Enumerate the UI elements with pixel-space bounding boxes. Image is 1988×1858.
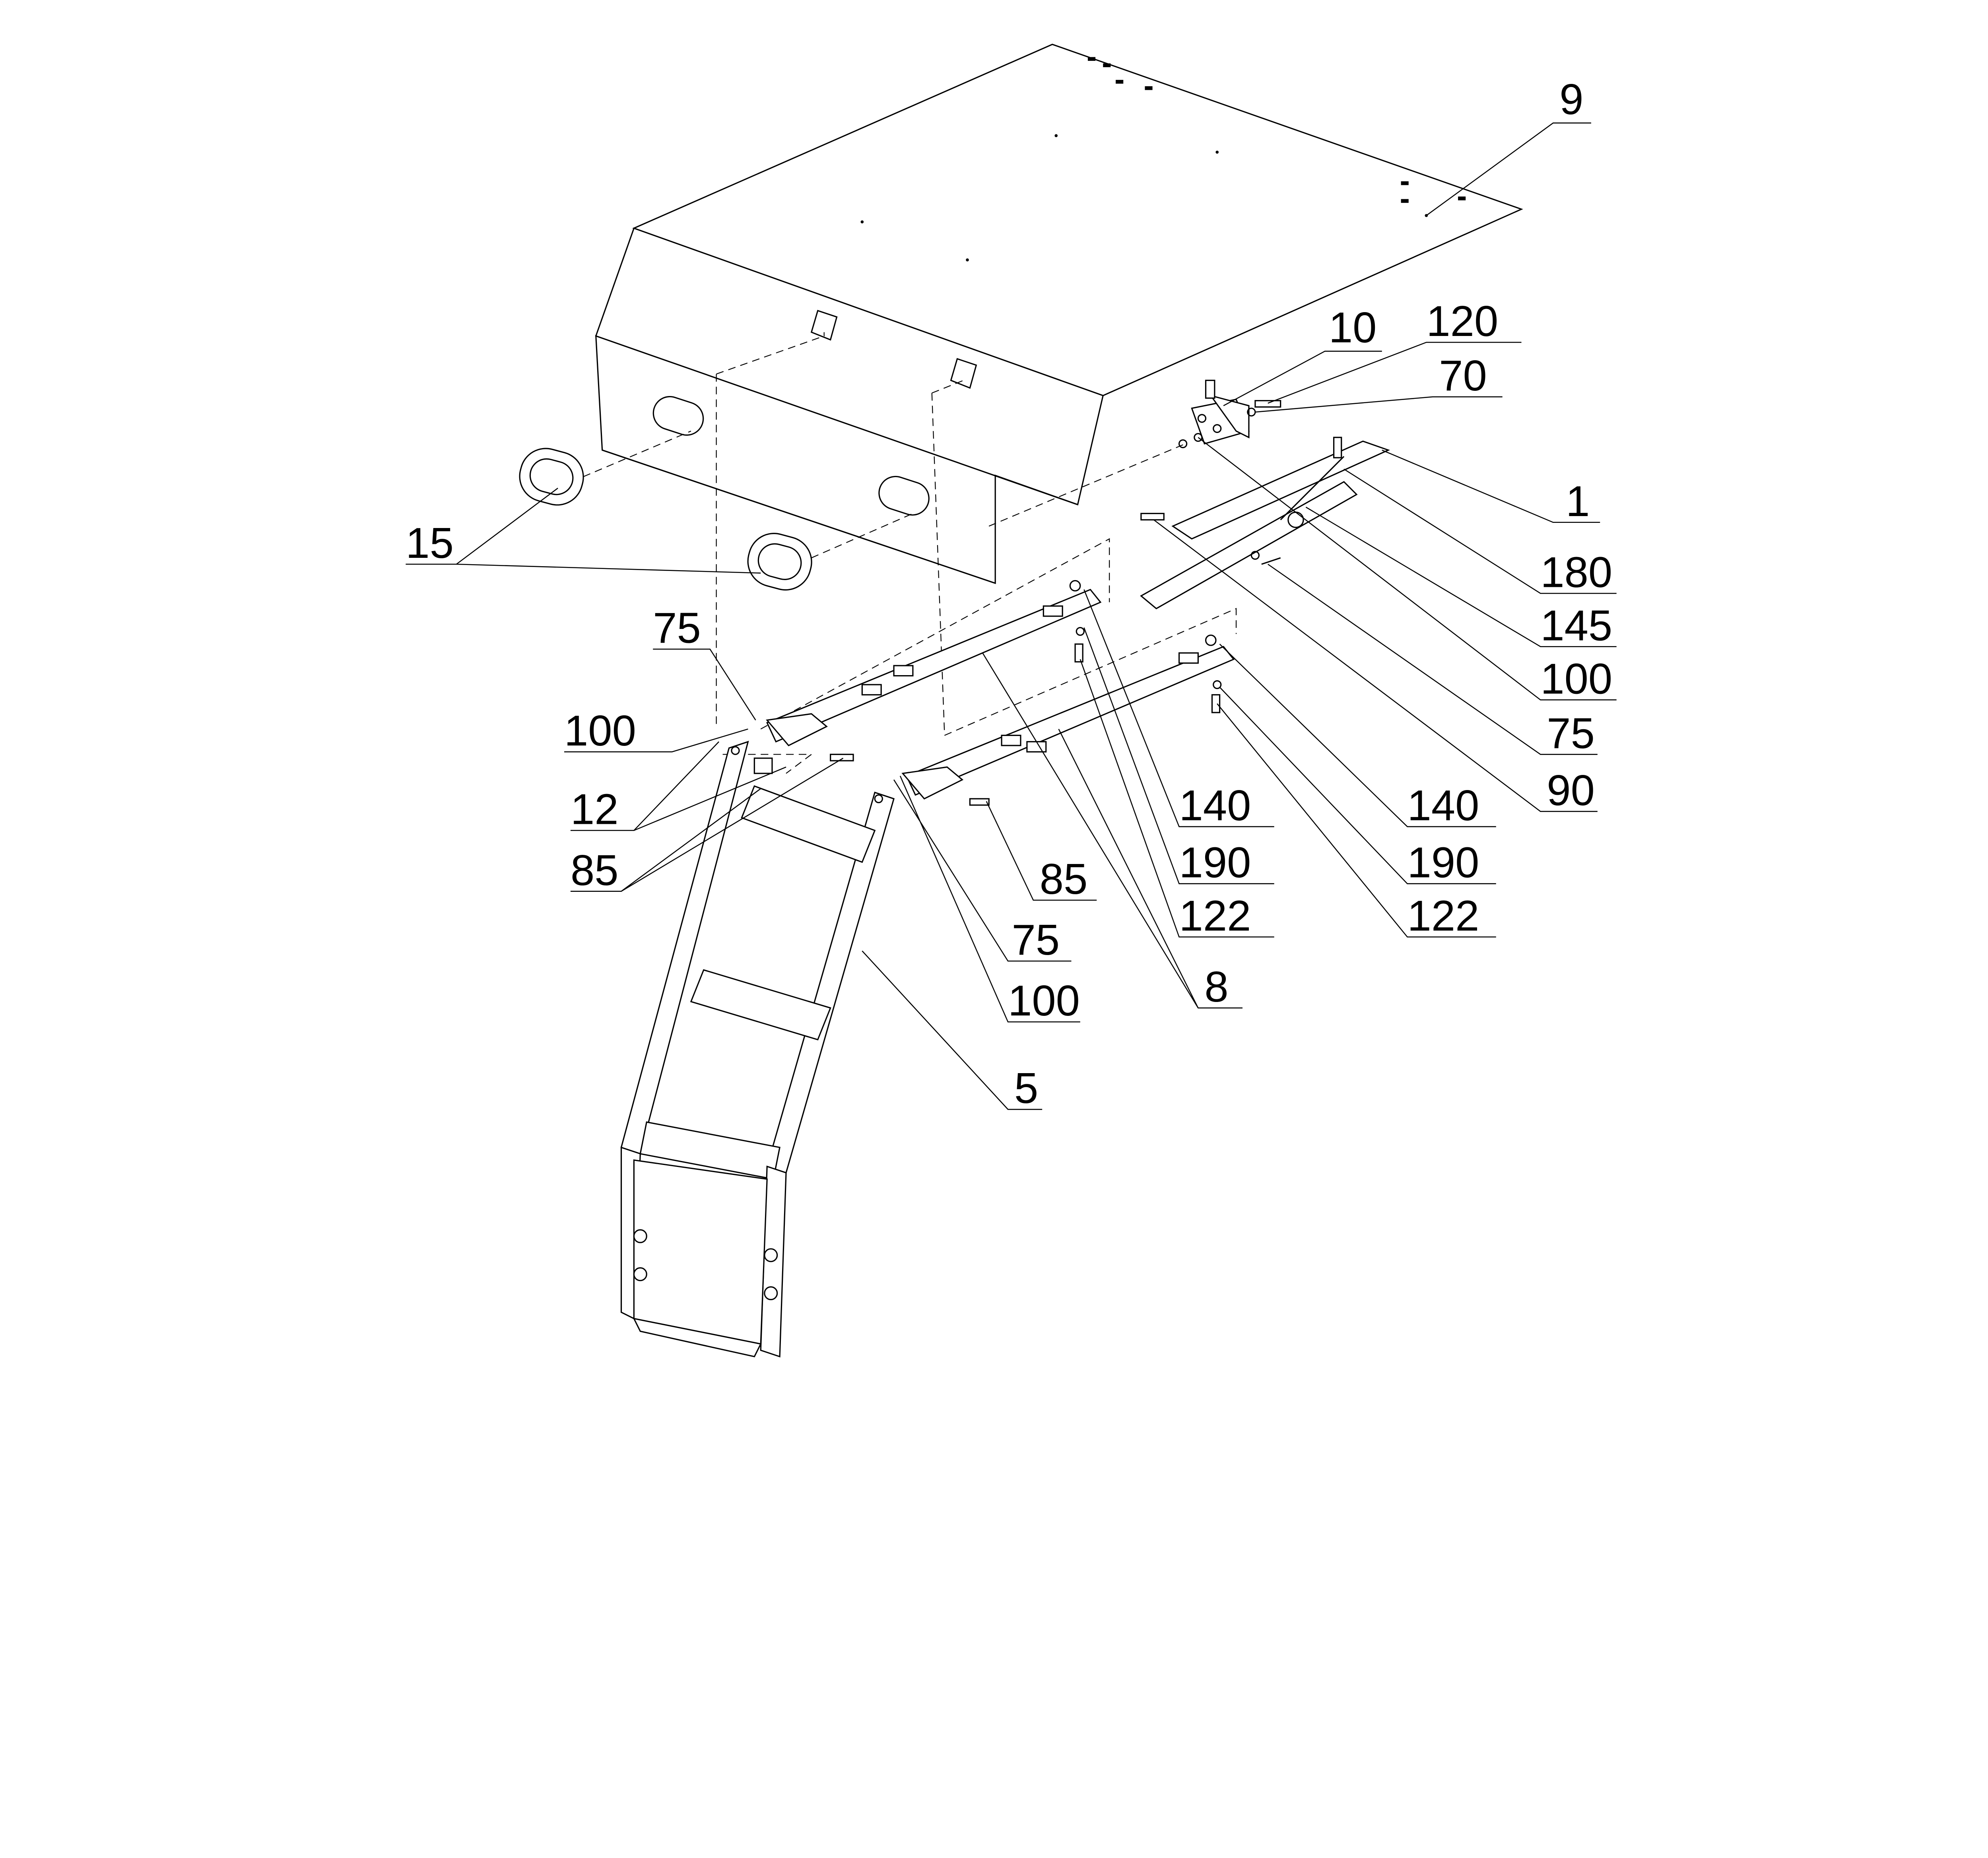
svg-text:12: 12 bbox=[571, 785, 619, 833]
svg-text:122: 122 bbox=[1179, 892, 1251, 940]
spring-arm-part-1 bbox=[1140, 437, 1390, 610]
assembly-lines bbox=[583, 332, 1237, 774]
svg-text:85: 85 bbox=[571, 846, 619, 894]
callout-100-left: 100 bbox=[564, 707, 748, 755]
callout-9: 9 bbox=[1426, 75, 1591, 216]
svg-text:10: 10 bbox=[1329, 303, 1377, 351]
cover-part-9 bbox=[595, 43, 1523, 584]
callout-90: 90 bbox=[1153, 519, 1598, 814]
svg-text:85: 85 bbox=[1040, 855, 1088, 903]
callout-75-mid: 75 bbox=[893, 779, 1072, 964]
callout-100-mid: 100 bbox=[899, 776, 1080, 1025]
callout-12: 12 bbox=[571, 741, 786, 833]
svg-text:9: 9 bbox=[1559, 75, 1583, 123]
support-arm-part-8-lower bbox=[830, 634, 1235, 806]
svg-text:190: 190 bbox=[1179, 839, 1251, 887]
callout-75-right: 75 bbox=[1268, 563, 1598, 757]
svg-text:5: 5 bbox=[1014, 1064, 1038, 1112]
svg-text:140: 140 bbox=[1179, 781, 1251, 829]
callout-10: 10 bbox=[1223, 303, 1382, 406]
svg-text:190: 190 bbox=[1408, 839, 1479, 887]
callout-190-a: 190 bbox=[1083, 627, 1274, 887]
svg-text:1: 1 bbox=[1566, 477, 1590, 525]
callout-122-b: 122 bbox=[1217, 703, 1496, 940]
svg-text:100: 100 bbox=[1008, 977, 1080, 1025]
callout-190-b: 190 bbox=[1219, 687, 1496, 887]
callout-100-right: 100 bbox=[1198, 437, 1617, 703]
callout-85-mid: 85 bbox=[986, 801, 1097, 903]
hinge-bracket-part-10 bbox=[1178, 380, 1281, 448]
svg-text:180: 180 bbox=[1540, 548, 1612, 596]
exploded-assembly-drawing: 9 10 120 70 1 180 145 100 75 90 15 75 10… bbox=[406, 43, 1617, 1358]
svg-text:100: 100 bbox=[1540, 654, 1612, 703]
slot-marks bbox=[860, 57, 1466, 262]
callout-120: 120 bbox=[1268, 297, 1522, 404]
svg-text:140: 140 bbox=[1408, 781, 1479, 829]
callout-85-left: 85 bbox=[571, 757, 844, 894]
callout-1: 1 bbox=[1382, 449, 1600, 525]
callout-140-a: 140 bbox=[1083, 589, 1274, 829]
svg-text:100: 100 bbox=[564, 707, 636, 755]
callout-180: 180 bbox=[1343, 468, 1617, 596]
ladder-part-5 bbox=[620, 740, 895, 1358]
svg-text:15: 15 bbox=[406, 519, 454, 567]
grommet-part-15 bbox=[519, 448, 812, 591]
svg-text:75: 75 bbox=[653, 604, 701, 652]
callout-15: 15 bbox=[406, 487, 761, 574]
callout-145: 145 bbox=[1305, 507, 1617, 649]
svg-text:90: 90 bbox=[1547, 766, 1595, 814]
svg-text:70: 70 bbox=[1439, 351, 1487, 400]
callout-70: 70 bbox=[1255, 351, 1503, 413]
callout-75-left: 75 bbox=[653, 604, 756, 720]
callouts: 9 10 120 70 1 180 145 100 75 90 15 75 10… bbox=[406, 75, 1617, 1112]
svg-text:8: 8 bbox=[1204, 963, 1228, 1011]
callout-5: 5 bbox=[862, 950, 1043, 1112]
svg-text:120: 120 bbox=[1426, 297, 1498, 345]
svg-text:145: 145 bbox=[1540, 601, 1612, 649]
callout-122-a: 122 bbox=[1079, 659, 1274, 940]
svg-text:75: 75 bbox=[1012, 916, 1060, 964]
svg-text:122: 122 bbox=[1408, 892, 1479, 940]
support-arm-part-8-upper bbox=[766, 580, 1102, 746]
svg-text:75: 75 bbox=[1547, 709, 1595, 757]
callout-140-b: 140 bbox=[1219, 643, 1496, 829]
callout-8: 8 bbox=[982, 652, 1242, 1011]
